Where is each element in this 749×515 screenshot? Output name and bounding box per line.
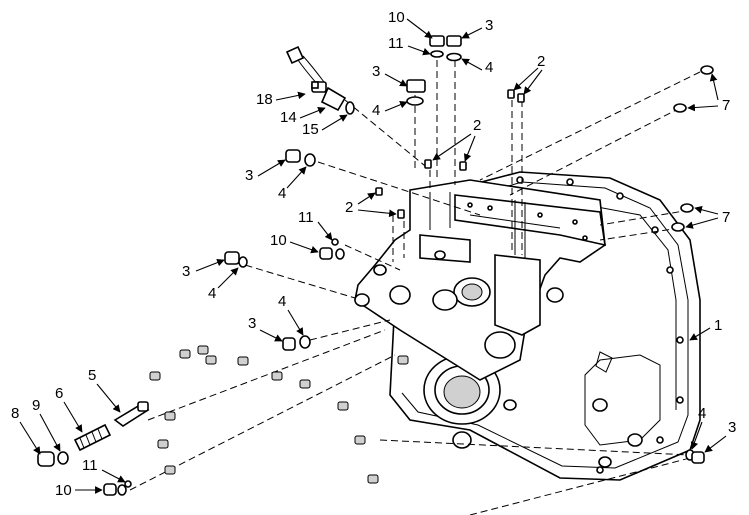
callout-3-mid-top: 3 xyxy=(372,63,380,80)
callout-2-left: 2 xyxy=(345,199,353,216)
callout-5: 5 xyxy=(88,367,96,384)
callout-3-top: 3 xyxy=(485,17,493,34)
callout-15: 15 xyxy=(302,121,319,138)
callout-10-bottom: 10 xyxy=(55,482,72,499)
callout-18: 18 xyxy=(256,91,273,108)
callout-2-mid: 2 xyxy=(473,117,481,134)
callout-10-top: 10 xyxy=(388,9,405,26)
callout-6: 6 xyxy=(55,385,63,402)
callout-7-top: 7 xyxy=(722,97,730,114)
callout-10-mid: 10 xyxy=(270,232,287,249)
callout-3-lower: 3 xyxy=(182,263,190,280)
callout-labels: 10 3 11 4 2 3 18 7 14 4 15 2 3 4 2 7 xyxy=(11,9,736,499)
callout-11-bottom: 11 xyxy=(82,457,98,474)
callout-3-lower-left: 3 xyxy=(248,315,256,332)
callout-9: 9 xyxy=(32,397,40,414)
loose-bolts xyxy=(149,345,409,484)
callout-3-left: 3 xyxy=(245,167,253,184)
callout-8: 8 xyxy=(11,405,19,422)
small-parts xyxy=(37,35,714,496)
callout-1: 1 xyxy=(714,317,722,334)
callout-3-bottom-right: 3 xyxy=(728,419,736,436)
callout-11-mid: 11 xyxy=(298,209,314,226)
callout-4-lower-left: 4 xyxy=(278,293,286,310)
callout-4-top: 4 xyxy=(485,59,493,76)
callout-2-topright: 2 xyxy=(537,53,545,70)
callout-11-top: 11 xyxy=(388,35,404,52)
callout-7-right: 7 xyxy=(722,209,730,226)
callout-4-lower: 4 xyxy=(208,285,216,302)
callout-4-bottom-right: 4 xyxy=(698,405,706,422)
callout-14: 14 xyxy=(280,109,297,126)
callout-4-left: 4 xyxy=(278,185,286,202)
valve-body xyxy=(354,179,606,381)
callout-4-mid-top: 4 xyxy=(372,102,380,119)
